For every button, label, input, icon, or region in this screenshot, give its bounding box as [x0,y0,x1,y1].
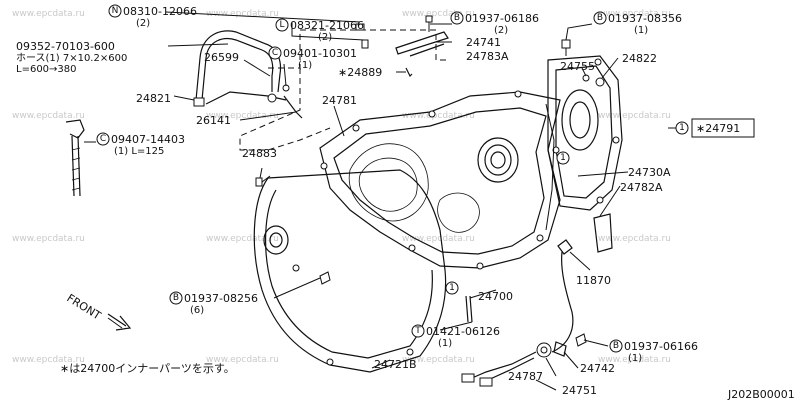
svg-text:www.epcdata.ru: www.epcdata.ru [12,234,85,244]
label-b-bolt-4: 01937-06166 [624,340,698,353]
label-hose-part: 09352-70103-600 [16,40,115,53]
svg-text:www.epcdata.ru: www.epcdata.ru [598,111,671,121]
svg-text:www.epcdata.ru: www.epcdata.ru [598,9,671,19]
svg-text:24741: 24741 [466,36,501,49]
svg-text:24730A: 24730A [628,166,671,179]
diagram-code: J202B00001 [727,388,795,400]
svg-text:(1) L=125: (1) L=125 [114,146,164,157]
kit-boundary [239,29,450,151]
svg-text:www.epcdata.ru: www.epcdata.ru [206,111,279,121]
label-t-stud: 01421-06126 [426,325,500,338]
svg-text:B: B [613,341,619,351]
callout-markers: N L B B C C 1 1 1 B T B [96,4,689,353]
svg-text:11870: 11870 [576,274,611,287]
svg-text:www.epcdata.ru: www.epcdata.ru [206,234,279,244]
svg-text:24822: 24822 [622,52,657,65]
svg-text:24721B: 24721B [374,358,417,371]
svg-text:(1): (1) [298,60,312,71]
svg-text:B: B [597,13,603,23]
svg-text:24782A: 24782A [620,181,663,194]
svg-text:www.epcdata.ru: www.epcdata.ru [598,355,671,365]
svg-text:1: 1 [449,283,455,293]
svg-text:www.epcdata.ru: www.epcdata.ru [402,234,475,244]
svg-text:26599: 26599 [204,51,239,64]
sensor-harness [461,213,613,387]
watermark-layer: www.epcdata.ru www.epcdata.ru www.epcdat… [12,9,671,365]
svg-text:www.epcdata.ru: www.epcdata.ru [402,9,475,19]
part-labels: 08310-12066 (2) 08321-21066 (2) 01937-06… [16,5,795,400]
svg-text:T: T [414,326,421,336]
svg-text:www.epcdata.ru: www.epcdata.ru [402,355,475,365]
label-l-bolt: 08321-21066 [290,19,364,32]
svg-text:(2): (2) [318,32,332,43]
svg-text:24700: 24700 [478,290,513,303]
svg-text:www.epcdata.ru: www.epcdata.ru [598,234,671,244]
front-direction-indicator: FRONT [64,292,132,331]
svg-text:(1): (1) [438,338,452,349]
svg-text:www.epcdata.ru: www.epcdata.ru [12,355,85,365]
leader-lines [84,11,676,391]
svg-text:24751: 24751 [562,384,597,397]
svg-text:∗24791: ∗24791 [696,122,740,135]
svg-text:(1): (1) [628,353,642,364]
svg-text:24755: 24755 [560,60,595,73]
svg-text:24787: 24787 [508,370,543,383]
label-b-bolt-3: 01937-08256 [184,292,258,305]
svg-text:www.epcdata.ru: www.epcdata.ru [12,111,85,121]
svg-text:∗24889: ∗24889 [338,66,382,79]
svg-text:24742: 24742 [580,362,615,375]
label-b-bolt-1: 01937-06186 [465,12,539,25]
svg-text:C: C [100,134,106,144]
footnote: ∗は24700インナーパーツを示す。 [60,362,235,375]
kit-label-box [691,118,755,138]
svg-text:26141: 26141 [196,114,231,127]
svg-text:(2): (2) [494,25,508,36]
svg-text:www.epcdata.ru: www.epcdata.ru [206,9,279,19]
svg-text:B: B [173,293,179,303]
svg-text:24781: 24781 [322,94,357,107]
svg-text:(2): (2) [136,18,150,29]
svg-text:1: 1 [560,153,566,163]
label-hose-desc: ホース(1) 7×10.2×600 [16,52,127,64]
label-hose-length: L=600→380 [16,64,77,75]
svg-text:24783A: 24783A [466,50,509,63]
transmission-housing [253,55,623,373]
svg-text:www.epcdata.ru: www.epcdata.ru [12,9,85,19]
svg-text:(1): (1) [634,25,648,36]
svg-text:24883: 24883 [242,147,277,160]
label-c-clip-2: 09407-14403 [111,133,185,146]
svg-text:1: 1 [679,123,685,133]
label-c-clip-1: 09401-10301 [283,47,357,60]
svg-text:L: L [279,20,284,30]
svg-text:N: N [112,6,119,16]
bolts [255,15,605,357]
svg-text:B: B [454,13,460,23]
svg-text:www.epcdata.ru: www.epcdata.ru [206,355,279,365]
svg-text:C: C [272,48,278,58]
svg-text:24821: 24821 [136,92,171,105]
svg-text:FRONT: FRONT [64,292,103,323]
svg-text:www.epcdata.ru: www.epcdata.ru [402,111,475,121]
svg-text:(6): (6) [190,305,204,316]
label-b-bolt-2: 01937-08356 [608,12,682,25]
label-n-bolt: 08310-12066 [123,5,197,18]
